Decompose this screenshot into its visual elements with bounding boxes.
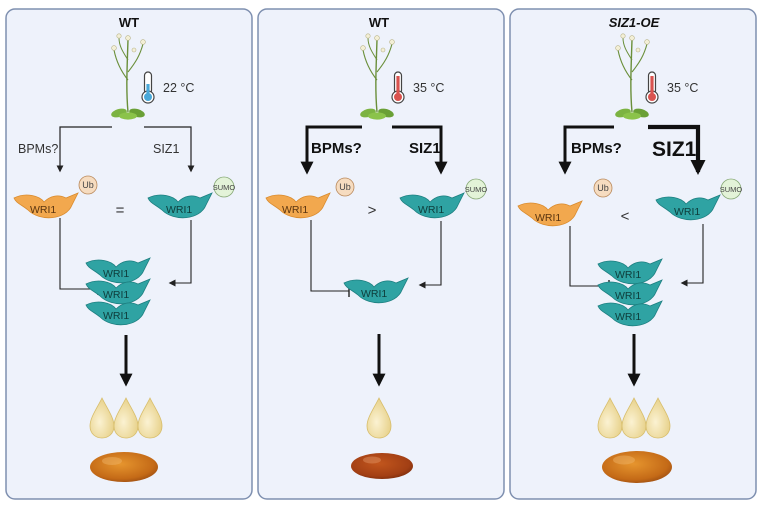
siz1-label: SIZ1 [409,140,441,157]
ub-tag-label: Ub [597,183,609,193]
bpm-branch-arrow [558,125,614,175]
wri1-sumoylated: WRI1 [147,192,213,219]
wri1-label: WRI1 [103,289,129,301]
ub-tag-label: Ub [339,182,351,192]
wri1-label: WRI1 [674,206,700,218]
arabidopsis-plant-icon [615,33,650,120]
sumo-tag-icon: SUMO [720,178,743,200]
oil-drop-icon [366,397,392,439]
siz1-branch-arrow [648,124,706,175]
sumo-tag-label: SUMO [213,183,236,192]
stabilization-arrow [168,220,192,287]
stabilization-arrow [418,221,442,289]
wri1-label: WRI1 [361,288,387,300]
ub-tag-label: Ub [82,180,94,190]
temperature-label: 22 °C [163,81,194,95]
wri1-sumoylated: WRI1 [399,192,465,219]
ubiquitin-tag-icon: Ub [78,175,98,195]
wri1-stack: WRI1 WRI1 WRI1 [597,258,663,327]
degradation-inhibit-line [569,226,609,287]
wri1-label: WRI1 [103,310,129,322]
panel-siz1-oe-35c: SIZ1-OE 35 °C BPMs? SIZ1 [509,8,757,500]
siz1-label: SIZ1 [153,142,179,156]
temperature-label: 35 °C [667,81,698,95]
bpms-label: BPMs? [571,140,622,157]
sumo-tag-label: SUMO [465,185,488,194]
wri1-ubiquitinated: WRI1 [13,192,79,219]
thermometer-icon [141,71,155,104]
siz1-branch-arrow [144,126,195,173]
bpms-label: BPMs? [18,142,58,156]
ubiquitin-tag-icon: Ub [593,178,613,198]
oil-drop-icon [89,397,163,439]
wri1-label: WRI1 [30,204,56,216]
wri1-label: WRI1 [615,269,641,281]
wri1-sumoylated: WRI1 [655,194,721,221]
comparison-symbol: > [368,202,377,219]
wri1-label: WRI1 [282,204,308,216]
sumo-tag-icon: SUMO [465,178,488,200]
wri1-label: WRI1 [418,204,444,216]
siz1-branch-arrow [392,125,448,175]
panel-background [509,8,757,500]
seed-icon [351,453,413,479]
panel-wt-35c: WT 35 °C BPMs? SIZ1 WRI1 [257,8,505,500]
panel-wt-22c: WT 22 °C BPMs? SIZ1 [5,8,253,500]
temperature-label: 35 °C [413,81,444,95]
wri1-label: WRI1 [103,268,129,280]
sumo-tag-label: SUMO [720,185,743,194]
wri1-ubiquitinated: WRI1 [517,200,583,227]
ubiquitin-tag-icon: Ub [335,177,355,197]
arabidopsis-plant-icon [360,33,395,120]
thermometer-icon [645,71,659,104]
wri1-stack: WRI1 WRI1 WRI1 [85,257,151,326]
panel-title: SIZ1-OE [609,15,660,30]
siz1-label: SIZ1 [652,138,697,161]
wri1-label: WRI1 [166,204,192,216]
bpms-label: BPMs? [311,140,362,157]
seed-icon [90,452,158,482]
wri1-ubiquitinated: WRI1 [265,192,331,219]
panel-title: WT [119,15,139,30]
arabidopsis-plant-icon [111,33,146,120]
panel-title: WT [369,15,389,30]
seed-icon [602,451,672,483]
wri1-label: WRI1 [615,290,641,302]
oil-drop-icon [597,397,671,439]
bpm-branch-arrow [56,126,112,173]
thermometer-icon [391,71,405,104]
sumo-tag-icon: SUMO [213,176,236,198]
wri1-label: WRI1 [615,311,641,323]
wri1-label: WRI1 [535,212,561,224]
comparison-symbol: < [621,208,630,225]
stabilization-arrow [680,224,704,287]
wri1-stack: WRI1 [343,277,409,304]
degradation-inhibit-line [310,220,349,292]
bpm-branch-arrow [300,125,362,175]
comparison-symbol: = [116,202,125,219]
degradation-inhibit-line [59,218,98,290]
